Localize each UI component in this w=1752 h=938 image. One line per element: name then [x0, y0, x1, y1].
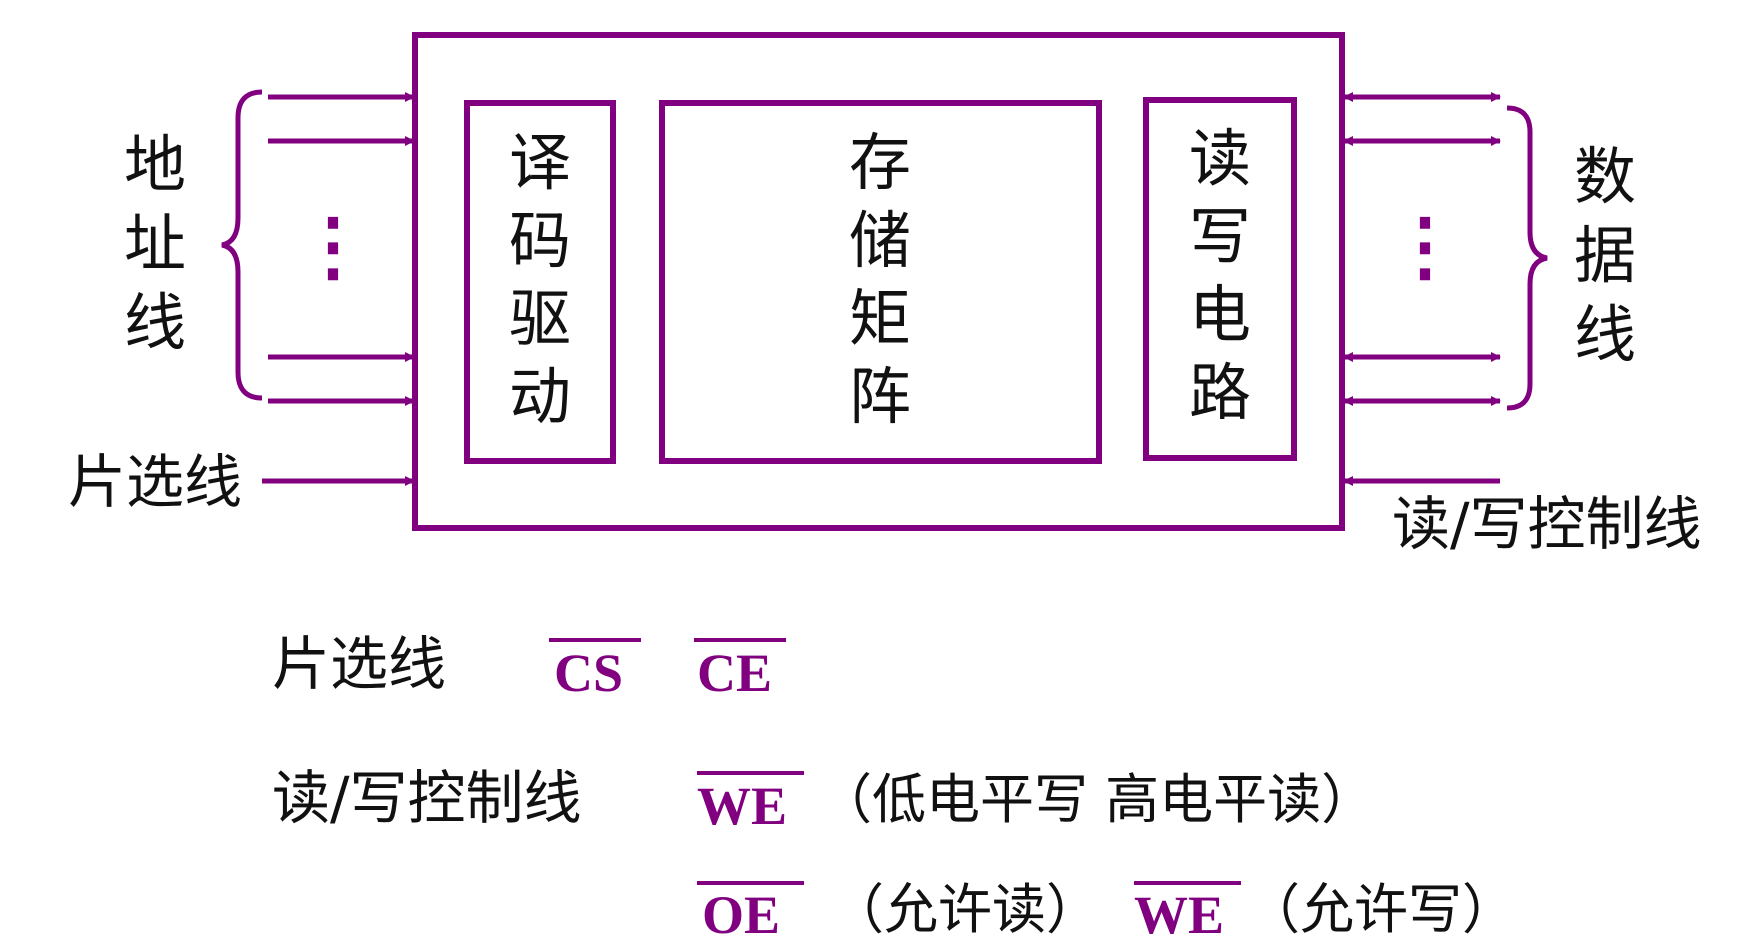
we-level-note: （低电平写 高电平读） — [818, 768, 1375, 831]
oe-signal: OE — [702, 885, 780, 938]
oe-note: （允许读） — [830, 878, 1100, 938]
rw-circuit-char-2: 写 — [1189, 200, 1251, 273]
address-lines — [268, 92, 415, 406]
we-note: （允许写） — [1246, 878, 1516, 938]
data-ellipsis: ⋮ — [1387, 205, 1463, 289]
address-ellipsis: ⋮ — [295, 205, 371, 289]
data-label: 数 据 线 — [1574, 140, 1636, 371]
chip-select-label: 片选线 — [68, 448, 242, 516]
decoder-block — [464, 100, 616, 464]
matrix-char-3: 矩 — [849, 282, 911, 355]
rw-circuit-char-1: 读 — [1189, 122, 1251, 195]
matrix-char-2: 储 — [849, 204, 911, 277]
decoder-char-4: 动 — [509, 360, 571, 433]
legend-rw-control-label: 读/写控制线 — [272, 764, 582, 832]
matrix-char-4: 阵 — [849, 360, 911, 433]
address-char-1: 地 — [124, 128, 186, 201]
decoder-block-text: 译 码 驱 动 — [509, 126, 571, 433]
cs-signal: CS — [554, 643, 623, 703]
rw-circuit-block-text: 读 写 电 路 — [1189, 122, 1251, 429]
data-lines — [1343, 92, 1501, 406]
address-char-3: 线 — [124, 286, 186, 359]
decoder-char-3: 驱 — [509, 282, 571, 355]
rw-circuit-char-3: 电 — [1189, 278, 1251, 351]
rw-circuit-block — [1143, 97, 1297, 461]
address-label: 地 址 线 — [124, 128, 186, 359]
rw-control-label: 读/写控制线 — [1392, 490, 1702, 558]
ce-signal: CE — [697, 643, 772, 703]
we2-signal: WE — [1134, 885, 1224, 938]
data-brace — [1506, 105, 1548, 411]
chip-outline — [412, 32, 1345, 531]
decoder-char-2: 码 — [509, 204, 571, 277]
rw-circuit-char-4: 路 — [1189, 356, 1251, 429]
we-signal: WE — [697, 776, 787, 836]
data-char-1: 数 — [1574, 140, 1636, 213]
data-char-3: 线 — [1574, 298, 1636, 371]
address-brace — [221, 89, 263, 401]
matrix-block-text: 存 储 矩 阵 — [849, 126, 911, 433]
legend-chip-select-label: 片选线 — [272, 630, 446, 698]
data-char-2: 据 — [1574, 219, 1636, 292]
decoder-char-1: 译 — [509, 126, 571, 199]
address-char-2: 址 — [124, 207, 186, 280]
matrix-char-1: 存 — [849, 126, 911, 199]
matrix-block — [659, 100, 1102, 464]
